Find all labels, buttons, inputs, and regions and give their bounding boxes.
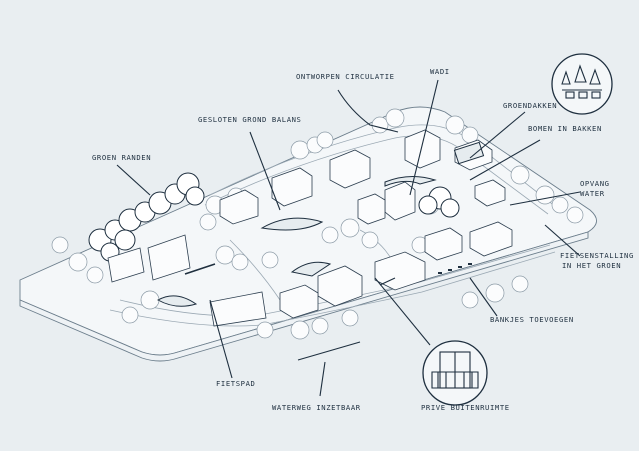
label-ontworpen-circulatie: ONTWORPEN CIRCULATIE xyxy=(296,72,395,81)
leader-lines xyxy=(116,79,581,397)
benches xyxy=(438,263,472,274)
label-in-het-groen: IN HET GROEN xyxy=(562,261,621,270)
label-groendakken: GROENDAKKEN xyxy=(503,101,557,110)
site-edge xyxy=(19,231,589,362)
label-waterweg-inzetbaar: WATERWEG INZETBAAR xyxy=(272,403,361,412)
label-water: WATER xyxy=(580,189,605,198)
buildings xyxy=(107,129,513,327)
label-bankjes-toevoegen: BANKJES TOEVOEGEN xyxy=(490,315,574,324)
label-wadi: WADI xyxy=(430,67,450,76)
label-prive-buitenruimte: PRIVE BUITENRUIMTE xyxy=(421,403,510,412)
earth-mounds xyxy=(156,141,485,307)
private-balcony-icon xyxy=(422,340,488,406)
label-fietsenstalling: FIETSENSTALLING xyxy=(560,251,634,260)
label-fietspad: FIETSPAD xyxy=(216,379,255,388)
trees-on-planters-icon xyxy=(551,53,613,115)
label-bomen-in-bakken: BOMEN IN BAKKEN xyxy=(528,124,602,133)
background-trees xyxy=(51,108,584,340)
label-groen-randen: GROEN RANDEN xyxy=(92,153,151,162)
label-opvang: OPVANG xyxy=(580,179,610,188)
label-gesloten-grond-balans: GESLOTEN GROND BALANS xyxy=(198,115,301,124)
